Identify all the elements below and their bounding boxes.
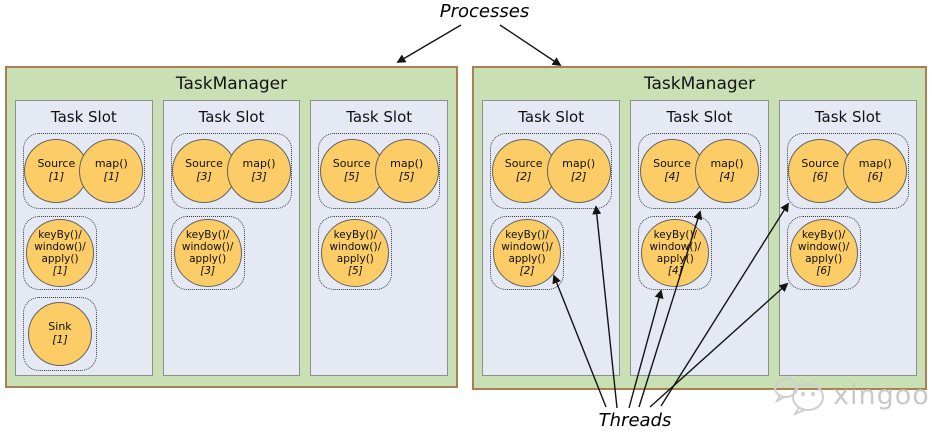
operator-group-source-map: Source [6] map() [6] xyxy=(786,133,909,209)
operator-group-source-map: Source [4] map() [4] xyxy=(638,133,761,209)
task-slot-title: Task Slot xyxy=(666,108,733,126)
subtask-index: [3] xyxy=(251,170,267,183)
operator-group-source-map: Source [1] map() [1] xyxy=(23,133,145,209)
subtask-index: [2] xyxy=(519,265,535,278)
operator-circle-source: Source [4] xyxy=(639,139,704,203)
taskmanager-panel-right: TaskManager Task Slot Source [2] map() [… xyxy=(472,66,927,390)
subtask-index: [3] xyxy=(200,265,216,278)
operator-circle-keyby: keyBy()/ window()/ apply() [5] xyxy=(321,219,390,287)
task-slots-row: Task Slot Source [2] map() [2] keyBy()/ … xyxy=(474,98,925,376)
subtask-index: [6] xyxy=(812,170,829,183)
taskmanager-title: TaskManager xyxy=(643,74,756,94)
task-slot: Task Slot Source [5] map() [5] keyBy()/ … xyxy=(310,100,449,376)
operator-group-source-map: Source [3] map() [3] xyxy=(170,133,293,209)
operator-circle-keyby: keyBy()/ window()/ apply() [1] xyxy=(26,219,94,287)
subtask-index: [4] xyxy=(667,265,683,278)
subtask-index: [5] xyxy=(398,170,415,183)
operator-circle-keyby: keyBy()/ window()/ apply() [3] xyxy=(173,219,242,287)
operator-circle-source: Source [6] xyxy=(788,139,853,203)
subtask-index: [5] xyxy=(343,170,360,183)
processes-arrow-right xyxy=(499,24,562,66)
subtask-index: [4] xyxy=(719,170,735,183)
operator-circle-source: Source [5] xyxy=(319,139,384,203)
processes-label: Processes xyxy=(439,1,530,22)
task-slot-title: Task Slot xyxy=(198,108,265,126)
task-slot-title: Task Slot xyxy=(50,108,117,126)
operator-group-keyby: keyBy()/ window()/ apply() [5] xyxy=(318,216,393,290)
task-slots-row: Task Slot Source [1] map() [1] keyBy()/ … xyxy=(7,98,456,376)
processes-arrow-left xyxy=(396,24,462,63)
task-slot: Task Slot Source [2] map() [2] keyBy()/ … xyxy=(482,100,621,376)
operator-group-source-map: Source [5] map() [5] xyxy=(318,133,441,209)
operator-group-keyby: keyBy()/ window()/ apply() [1] xyxy=(23,216,97,290)
task-slot: Task Slot Source [6] map() [6] keyBy()/ … xyxy=(778,100,917,376)
watermark-text: xingoo xyxy=(833,379,930,411)
subtask-index: [1] xyxy=(52,333,68,346)
subtask-index: [1] xyxy=(52,265,68,278)
operator-group-source-map: Source [2] map() [2] xyxy=(490,133,613,209)
operator-circle-map: map() [3] xyxy=(227,139,291,203)
operator-circle-map: map() [1] xyxy=(79,139,144,203)
watermark: xingoo xyxy=(772,375,930,415)
subtask-index: [6] xyxy=(816,265,832,278)
task-slot: Task Slot Source [3] map() [3] keyBy()/ … xyxy=(162,100,301,376)
operator-circle-keyby: keyBy()/ window()/ apply() [2] xyxy=(493,219,561,287)
subtask-index: [1] xyxy=(48,170,65,183)
subtask-index: [5] xyxy=(347,265,363,278)
operator-group-sink: Sink [1] xyxy=(23,297,97,371)
taskmanager-panel-left: TaskManager Task Slot Source [1] map() [… xyxy=(5,66,458,388)
operator-circle-map: map() [6] xyxy=(843,139,908,203)
task-slot-title: Task Slot xyxy=(346,108,413,126)
threads-label: Threads xyxy=(598,410,672,431)
operator-group-keyby: keyBy()/ window()/ apply() [4] xyxy=(638,216,713,290)
operator-circle-sink: Sink [1] xyxy=(28,302,92,366)
task-slot: Task Slot Source [1] map() [1] keyBy()/ … xyxy=(15,100,153,376)
taskmanager-title: TaskManager xyxy=(175,74,288,94)
subtask-index: [4] xyxy=(664,170,680,183)
operator-circle-map: map() [5] xyxy=(374,139,439,203)
subtask-index: [3] xyxy=(196,170,212,183)
task-slot: Task Slot Source [4] map() [4] keyBy()/ … xyxy=(630,100,769,376)
operator-circle-keyby: keyBy()/ window()/ apply() [4] xyxy=(641,219,710,287)
operator-group-keyby: keyBy()/ window()/ apply() [2] xyxy=(490,216,564,290)
task-slot-title: Task Slot xyxy=(518,108,585,126)
subtask-index: [1] xyxy=(103,170,120,183)
operator-group-keyby: keyBy()/ window()/ apply() [6] xyxy=(786,216,861,290)
operator-circle-source: Source [2] xyxy=(491,139,556,203)
subtask-index: [2] xyxy=(570,170,587,183)
subtask-index: [6] xyxy=(867,170,884,183)
operator-circle-keyby: keyBy()/ window()/ apply() [6] xyxy=(789,219,858,287)
subtask-index: [2] xyxy=(515,170,532,183)
task-slot-title: Task Slot xyxy=(814,108,881,126)
operator-circle-map: map() [4] xyxy=(694,139,759,203)
operator-group-keyby: keyBy()/ window()/ apply() [3] xyxy=(170,216,245,290)
operator-circle-source: Source [1] xyxy=(24,139,89,203)
wechat-logo-icon xyxy=(774,378,824,415)
operator-circle-map: map() [2] xyxy=(546,139,611,203)
